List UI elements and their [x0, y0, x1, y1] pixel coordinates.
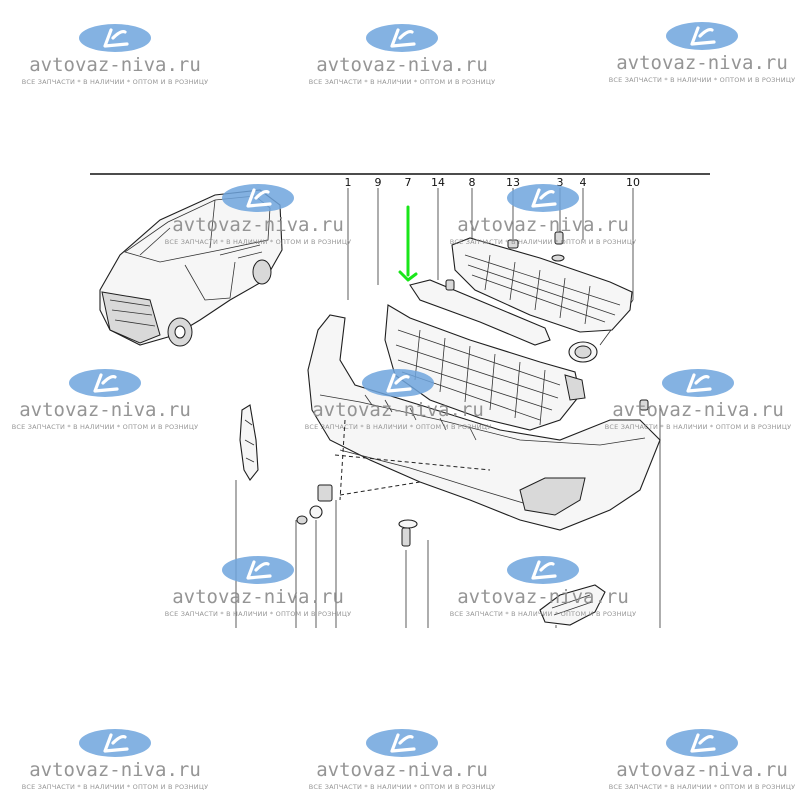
- callout-1: 1: [345, 176, 352, 189]
- watermark-tagline: ВСЕ ЗАПЧАСТИ * В НАЛИЧИИ * ОПТОМ И В РОЗ…: [605, 423, 791, 431]
- watermark-site: avtovaz-niva.ru: [29, 54, 201, 76]
- watermark-site: avtovaz-niva.ru: [612, 399, 784, 421]
- callout-9: 9: [375, 176, 382, 189]
- radiator-grille-part-9: [384, 304, 586, 431]
- watermark-site: avtovaz-niva.ru: [457, 214, 629, 236]
- watermark-tagline: ВСЕ ЗАПЧАСТИ * В НАЛИЧИИ * ОПТОМ И В РОЗ…: [12, 423, 198, 431]
- callout-14: 14: [431, 176, 445, 189]
- callout-3: 3: [557, 176, 564, 189]
- upper-grille-part-8: [451, 237, 633, 333]
- boat-emblem-icon: [103, 28, 129, 48]
- watermark-tagline: ВСЕ ЗАПЧАСТИ * В НАЛИЧИИ * ОПТОМ И В РОЗ…: [609, 76, 795, 84]
- watermark-tagline: ВСЕ ЗАПЧАСТИ * В НАЛИЧИИ * ОПТОМ И В РОЗ…: [609, 783, 795, 791]
- watermark-site: avtovaz-niva.ru: [172, 214, 344, 236]
- callout-4: 4: [580, 176, 587, 189]
- boat-emblem-icon: [386, 373, 412, 393]
- watermark-site: avtovaz-niva.ru: [172, 586, 344, 608]
- boat-emblem-icon: [390, 28, 416, 48]
- watermark-tagline: ВСЕ ЗАПЧАСТИ * В НАЛИЧИИ * ОПТОМ И В РОЗ…: [22, 783, 208, 791]
- watermark-site: avtovaz-niva.ru: [616, 759, 788, 781]
- fog-light-frame-part: [539, 584, 606, 626]
- boat-emblem-icon: [246, 560, 272, 580]
- watermark-tagline: ВСЕ ЗАПЧАСТИ * В НАЛИЧИИ * ОПТОМ И В РОЗ…: [450, 610, 636, 618]
- watermark-site: avtovaz-niva.ru: [29, 759, 201, 781]
- watermark-site: avtovaz-niva.ru: [457, 586, 629, 608]
- boat-emblem-icon: [531, 188, 557, 208]
- boat-emblem-icon: [103, 733, 129, 753]
- front-bumper-part-1: [307, 314, 661, 531]
- watermark-site: avtovaz-niva.ru: [616, 52, 788, 74]
- watermark-tagline: ВСЕ ЗАПЧАСТИ * В НАЛИЧИИ * ОПТОМ И В РОЗ…: [165, 610, 351, 618]
- callout-8: 8: [469, 176, 476, 189]
- watermark-tagline: ВСЕ ЗАПЧАСТИ * В НАЛИЧИИ * ОПТОМ И В РОЗ…: [450, 238, 636, 246]
- callout-13: 13: [506, 176, 520, 189]
- watermark-tagline: ВСЕ ЗАПЧАСТИ * В НАЛИЧИИ * ОПТОМ И В РОЗ…: [309, 783, 495, 791]
- callout-10: 10: [626, 176, 640, 189]
- boat-emblem-icon: [690, 733, 716, 753]
- watermark-tagline: ВСЕ ЗАПЧАСТИ * В НАЛИЧИИ * ОПТОМ И В РОЗ…: [305, 423, 491, 431]
- boat-emblem-icon: [531, 560, 557, 580]
- side-bracket-part: [239, 404, 259, 481]
- callout-numbers: 1 9 7 14 8 13 3 4 10: [345, 176, 641, 189]
- boat-emblem-icon: [390, 733, 416, 753]
- boat-emblem-icon: [93, 373, 119, 393]
- watermark-tagline: ВСЕ ЗАПЧАСТИ * В НАЛИЧИИ * ОПТОМ И В РОЗ…: [165, 238, 351, 246]
- boat-emblem-icon: [686, 373, 712, 393]
- highlight-marker: [398, 205, 418, 282]
- watermark-site: avtovaz-niva.ru: [316, 759, 488, 781]
- boat-emblem-icon: [690, 26, 716, 46]
- watermark-tagline: ВСЕ ЗАПЧАСТИ * В НАЛИЧИИ * ОПТОМ И В РОЗ…: [309, 78, 495, 86]
- fasteners: [296, 231, 649, 547]
- car-overview-illustration: [99, 189, 283, 347]
- watermark-tagline: ВСЕ ЗАПЧАСТИ * В НАЛИЧИИ * ОПТОМ И В РОЗ…: [22, 78, 208, 86]
- boat-emblem-icon: [246, 188, 272, 208]
- watermark-site: avtovaz-niva.ru: [312, 399, 484, 421]
- watermark-site: avtovaz-niva.ru: [316, 54, 488, 76]
- watermark-site: avtovaz-niva.ru: [19, 399, 191, 421]
- assembly-guides: [334, 419, 491, 501]
- callout-7: 7: [405, 176, 412, 189]
